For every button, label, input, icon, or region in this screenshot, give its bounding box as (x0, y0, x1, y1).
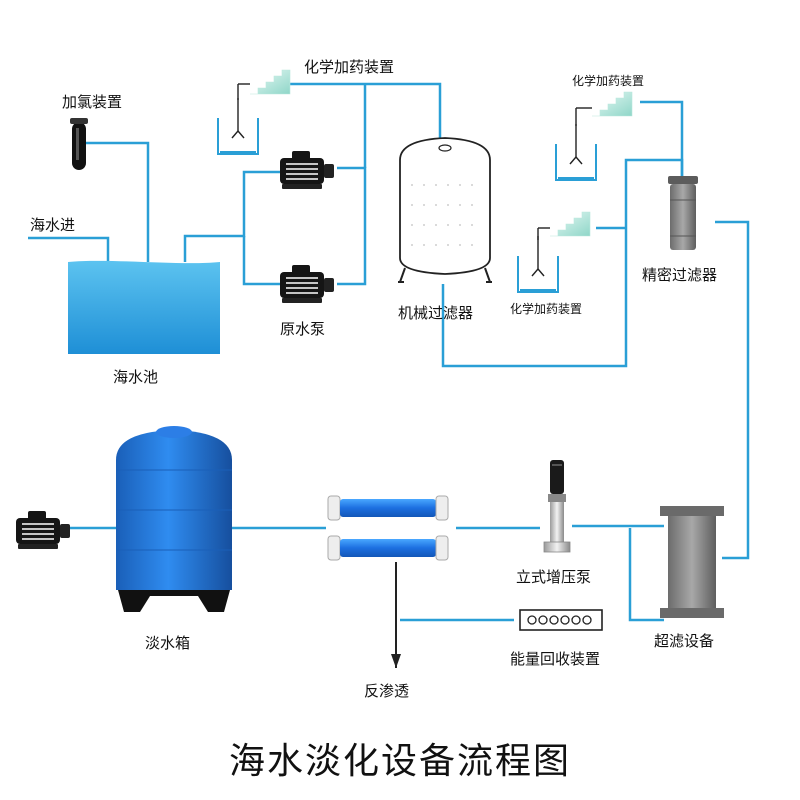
reverse-osmosis-membranes (327, 495, 449, 561)
watermark (318, 360, 498, 410)
raw-water-pump-icon (279, 264, 335, 304)
pipe-right-dosing (640, 100, 684, 176)
energy-recovery-device (519, 609, 603, 631)
supply-pump-icon (15, 510, 71, 550)
diagram-title: 海水淡化设备流程图 (228, 741, 571, 782)
drain-tip-icon (391, 654, 401, 668)
raw-water-pump-icon (279, 150, 335, 190)
label-raw-water-pump: 原水泵 (280, 320, 326, 338)
dosing-device-right (555, 91, 633, 181)
pipe-pumps-to-filter (337, 166, 367, 286)
dosing-device-mid (517, 211, 591, 293)
pipe-precision-to-uf (715, 220, 750, 560)
pipe-pool-to-pumps (183, 170, 283, 262)
label-seawater-in: 海水进 (30, 216, 76, 234)
label-mechanical-filter: 机械过滤器 (398, 304, 474, 322)
label-seawater-pool: 海水池 (113, 368, 159, 386)
ultrafiltration-unit (660, 506, 724, 618)
label-ultrafiltration: 超滤设备 (654, 632, 715, 650)
label-reverse-osmosis: 反渗透 (364, 682, 410, 700)
pipe-seawater-inlet (28, 236, 110, 262)
pipe-top-dosing (290, 82, 442, 140)
label-fresh-water-tank: 淡水箱 (145, 634, 191, 652)
pipe-chlorine-dose (80, 141, 150, 262)
label-precision-filter: 精密过滤器 (642, 266, 718, 284)
label-chemical-dosing-right: 化学加药装置 (572, 74, 645, 88)
pipe-uf-to-energy (628, 528, 664, 622)
label-chlorination: 加氯装置 (62, 93, 123, 111)
chlorination-tube-icon (70, 118, 88, 170)
precision-filter (668, 176, 698, 250)
seawater-pool (68, 260, 220, 354)
label-chemical-dosing-top: 化学加药装置 (304, 58, 395, 76)
label-vertical-booster-pump: 立式增压泵 (516, 568, 592, 586)
fresh-water-tank (116, 426, 232, 612)
label-energy-recovery: 能量回收装置 (510, 650, 601, 668)
dosing-device-top (217, 69, 291, 155)
label-chemical-dosing-mid: 化学加药装置 (510, 302, 583, 316)
vertical-booster-pump-icon (543, 460, 571, 553)
mechanical-filter (398, 137, 492, 283)
pipe-pump-branch (242, 236, 283, 286)
